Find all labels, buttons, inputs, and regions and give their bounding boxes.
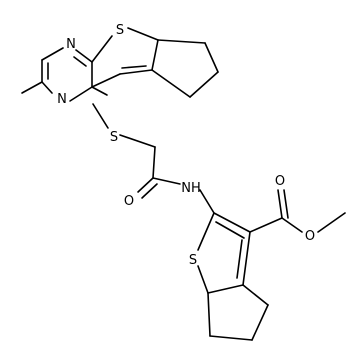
bond (92, 103, 109, 129)
bond (251, 304, 269, 341)
bond (204, 42, 219, 73)
bond (207, 284, 244, 294)
bond (249, 217, 283, 233)
sulfur-atom-label: S (110, 130, 118, 145)
bond (91, 73, 121, 88)
bond (199, 189, 215, 214)
bond (157, 39, 206, 44)
bond (119, 134, 156, 148)
bond (91, 86, 108, 96)
bond (21, 81, 43, 94)
amide-nh-label: NH (181, 181, 201, 196)
bond (197, 265, 209, 294)
upper-thiophene-ring (91, 27, 159, 88)
lower-thiophene-ring (197, 212, 251, 294)
upper-cyclopentane-ring (151, 39, 219, 98)
bond (75, 49, 93, 63)
bond (213, 212, 251, 233)
bond (242, 284, 269, 306)
bond (141, 183, 158, 199)
pyrimidine-ring (21, 47, 108, 102)
bond (209, 335, 253, 341)
oxygen-atom-label: O (275, 174, 285, 189)
bond (69, 86, 93, 102)
bond (152, 146, 156, 179)
bond (277, 189, 283, 219)
bond (207, 292, 211, 337)
bond (73, 56, 87, 67)
lower-cyclopentane-ring (207, 284, 269, 341)
bond (41, 81, 53, 94)
bond (189, 71, 219, 98)
bond (242, 231, 251, 286)
sulfur-atom-label: S (116, 23, 124, 38)
bond (127, 27, 159, 41)
bond (137, 177, 154, 193)
bond (121, 65, 147, 69)
bond (317, 212, 346, 233)
nitrogen-atom-label: N (66, 37, 76, 52)
bond (151, 69, 191, 98)
bond (91, 35, 113, 63)
bond (119, 69, 153, 75)
bond (197, 212, 215, 251)
bond (236, 239, 243, 279)
linker-chain (92, 103, 215, 214)
bond (283, 189, 289, 219)
methyl-ester-group (249, 189, 346, 233)
bond (281, 217, 303, 233)
bond (152, 177, 181, 185)
bond (215, 221, 245, 239)
sulfur-atom-label: S (189, 253, 197, 268)
bond (151, 39, 159, 71)
nitrogen-atom-label: N (57, 92, 67, 107)
oxygen-atom-label: O (305, 229, 315, 244)
oxygen-atom-label: O (124, 194, 134, 209)
bond (41, 47, 64, 61)
